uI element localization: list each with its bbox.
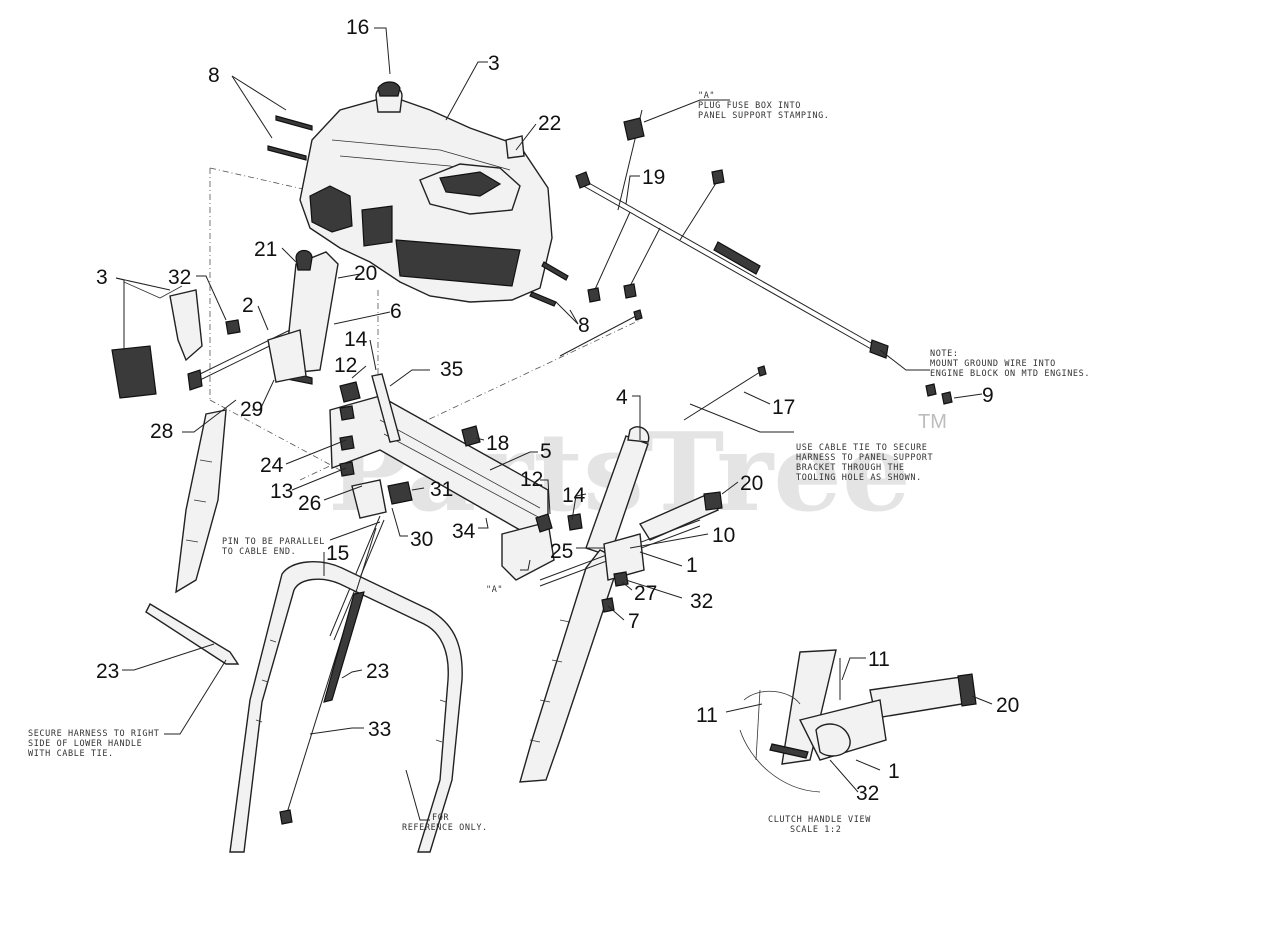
callout-22: 22 — [538, 112, 561, 135]
callout-23: 23 — [96, 660, 119, 683]
note-reference: FOR REFERENCE ONLY. — [402, 813, 488, 833]
wiring-harness — [575, 109, 953, 405]
leader-lines — [115, 27, 993, 821]
shift-linkage — [187, 249, 339, 391]
callout-9: 9 — [982, 384, 994, 407]
lower-handle-assembly — [229, 561, 463, 853]
note-clutch-view-line: SCALE 1:2 — [790, 825, 841, 835]
callout-33: 33 — [368, 718, 391, 741]
callout-26: 26 — [298, 492, 321, 515]
callout-27: 27 — [634, 582, 657, 605]
callout-12: 12 — [334, 354, 357, 377]
note-ground-wire: NOTE: MOUNT GROUND WIRE INTO ENGINE BLOC… — [930, 349, 1090, 379]
watermark-tm: TM — [918, 411, 947, 433]
note-harness: SECURE HARNESS TO RIGHT SIDE OF LOWER HA… — [28, 729, 160, 759]
callout-11: 11 — [868, 648, 890, 671]
callout-20: 20 — [354, 262, 377, 285]
callout-6: 6 — [390, 300, 402, 323]
note-pin-parallel: PIN TO BE PARALLEL TO CABLE END. — [222, 537, 325, 557]
left-lower-handle — [175, 409, 227, 594]
note-cable-tie-line: HARNESS TO PANEL SUPPORT — [796, 453, 933, 463]
callout-19: 19 — [642, 166, 665, 189]
callout-34: 34 — [452, 520, 476, 543]
dashboard-console — [299, 81, 553, 303]
note-cable-tie-line: USE CABLE TIE TO SECURE — [796, 443, 928, 453]
callout-31: 31 — [430, 478, 453, 501]
left-panel — [111, 281, 203, 399]
callout-1: 1 — [686, 554, 698, 577]
callout-35: 35 — [440, 358, 463, 381]
note-pin-parallel-line: PIN TO BE PARALLEL — [222, 537, 325, 547]
note-ground-wire-line: NOTE: — [930, 349, 959, 359]
callouts: 16 3 8 22 19 21 20 3 32 2 6 8 14 12 35 9… — [96, 16, 1019, 805]
note-cable-tie-line: BRACKET THROUGH THE — [796, 463, 905, 473]
note-ground-wire-line: MOUNT GROUND WIRE INTO — [930, 359, 1056, 369]
callout-4: 4 — [616, 386, 628, 409]
panel-support-bracket — [329, 373, 583, 581]
callout-12-lower: 12 — [520, 468, 543, 491]
callout-29: 29 — [240, 398, 263, 421]
cable-ties — [559, 309, 767, 421]
note-harness-line: SECURE HARNESS TO RIGHT — [28, 729, 160, 739]
note-cable-tie-line: TOOLING HOLE AS SHOWN. — [796, 473, 922, 483]
note-pin-parallel-line: TO CABLE END. — [222, 547, 296, 557]
note-reference-line: REFERENCE ONLY. — [402, 823, 488, 833]
right-upper-handle — [519, 426, 650, 783]
callout-30: 30 — [410, 528, 433, 551]
callout-3: 3 — [488, 52, 500, 75]
callout-1-inset: 1 — [888, 760, 900, 783]
cable-tie-23 — [145, 603, 240, 665]
callout-23-mid: 23 — [366, 660, 389, 683]
callout-20-right: 20 — [740, 472, 763, 495]
callout-8-right: 8 — [578, 314, 590, 337]
callout-32-right: 32 — [690, 590, 713, 613]
note-fuse-box-line: "A" — [698, 91, 715, 101]
callout-5: 5 — [540, 440, 552, 463]
bolts — [267, 115, 569, 307]
callout-32: 32 — [168, 266, 191, 289]
callout-16: 16 — [346, 16, 369, 39]
note-a-mark: "A" — [486, 585, 503, 595]
callout-14-lower: 14 — [562, 484, 586, 507]
note-reference-line: FOR — [432, 813, 449, 823]
note-clutch-view-line: CLUTCH HANDLE VIEW — [768, 815, 871, 825]
callout-2: 2 — [242, 294, 254, 317]
callout-11-inset: 11 — [696, 704, 718, 727]
callout-28: 28 — [150, 420, 173, 443]
callout-24: 24 — [260, 454, 284, 477]
callout-17: 17 — [772, 396, 795, 419]
note-harness-line: WITH CABLE TIE. — [28, 749, 114, 759]
note-fuse-box-line: PLUG FUSE BOX INTO — [698, 101, 801, 111]
note-cable-tie: USE CABLE TIE TO SECURE HARNESS TO PANEL… — [796, 443, 933, 483]
clutch-handle-view — [739, 649, 977, 793]
callout-15: 15 — [326, 542, 349, 565]
callout-18: 18 — [486, 432, 509, 455]
callout-25: 25 — [550, 540, 573, 563]
callout-32-inset: 32 — [856, 782, 879, 805]
callout-13: 13 — [270, 480, 293, 503]
note-fuse-box: "A" PLUG FUSE BOX INTO PANEL SUPPORT STA… — [698, 91, 830, 121]
callout-10: 10 — [712, 524, 735, 547]
note-fuse-box-line: PANEL SUPPORT STAMPING. — [698, 111, 830, 121]
callout-21: 21 — [254, 238, 277, 261]
cable-33 — [279, 527, 377, 825]
note-ground-wire-line: ENGINE BLOCK ON MTD ENGINES. — [930, 369, 1090, 379]
callout-14: 14 — [344, 328, 368, 351]
note-harness-line: SIDE OF LOWER HANDLE — [28, 739, 142, 749]
callout-3-left: 3 — [96, 266, 108, 289]
callout-20-inset: 20 — [996, 694, 1019, 717]
note-clutch-view: CLUTCH HANDLE VIEW SCALE 1:2 — [768, 815, 871, 835]
callout-8: 8 — [208, 64, 220, 87]
callout-7: 7 — [628, 610, 640, 633]
